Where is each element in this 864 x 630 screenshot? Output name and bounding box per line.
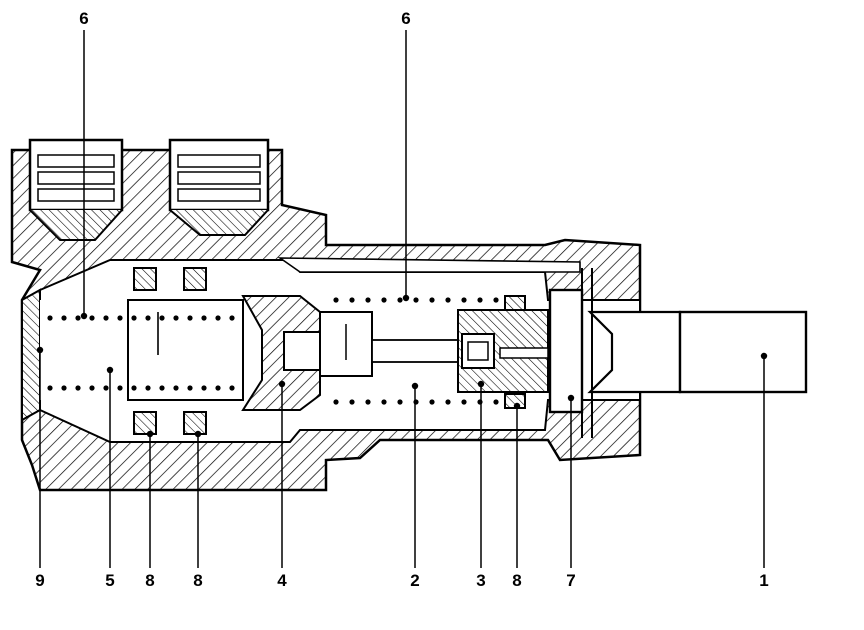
callout-3: 3 <box>476 571 486 590</box>
leader-dots <box>36 294 768 438</box>
callout-8-a: 8 <box>145 571 155 590</box>
piston-stem <box>283 331 325 371</box>
leader-lines <box>39 30 765 568</box>
end-cap <box>21 288 41 422</box>
valve-assembly <box>457 309 549 393</box>
reservoir-port-right <box>168 138 270 236</box>
fluid-passage <box>277 257 581 273</box>
reservoir-port-left <box>28 138 124 241</box>
callout-6-mid: 6 <box>401 9 411 28</box>
callout-8-c: 8 <box>512 571 522 590</box>
callout-2: 2 <box>410 571 420 590</box>
seals-left <box>133 267 207 435</box>
primary-piston <box>241 295 321 411</box>
secondary-spring <box>47 315 235 391</box>
callout-5: 5 <box>105 571 115 590</box>
callout-6-left: 6 <box>79 9 89 28</box>
callout-1: 1 <box>759 571 769 590</box>
callout-4: 4 <box>277 571 287 590</box>
spring-retainer <box>319 311 463 377</box>
callout-9: 9 <box>35 571 45 590</box>
push-rod <box>587 310 808 394</box>
stop-ring <box>548 268 593 438</box>
callout-7: 7 <box>566 571 576 590</box>
callout-8-b: 8 <box>193 571 203 590</box>
secondary-chamber <box>40 299 244 401</box>
